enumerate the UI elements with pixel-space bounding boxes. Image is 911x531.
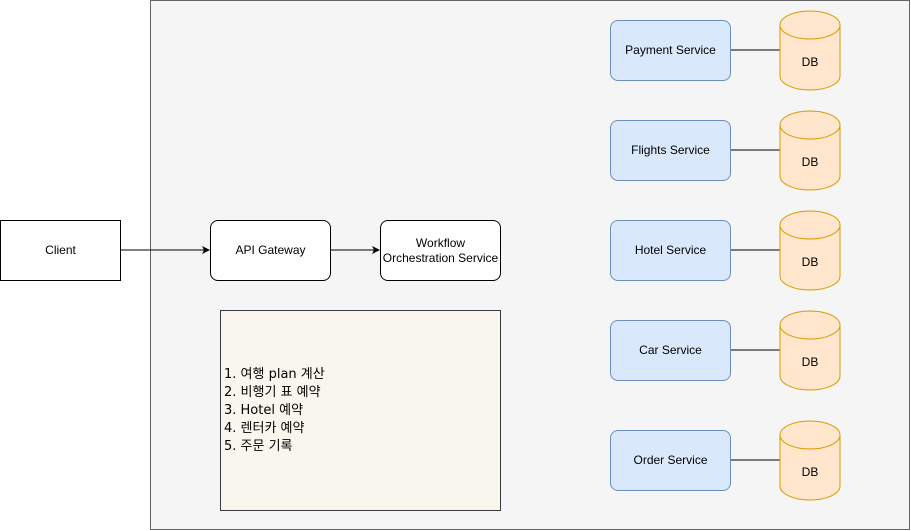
flights-db-cylinder[interactable]: DB xyxy=(779,110,841,191)
db-label: DB xyxy=(801,155,819,169)
step-item: 3. Hotel 예약 xyxy=(224,402,304,418)
client-label: Client xyxy=(45,243,76,257)
step-item: 5. 주문 기록 xyxy=(224,438,293,454)
step-item: 1. 여행 plan 계산 xyxy=(224,366,325,382)
step-item: 4. 렌터카 예약 xyxy=(224,420,305,436)
order-service-label: Order Service xyxy=(633,453,708,467)
workflow-orchestration-label: Workflow Orchestration Service xyxy=(382,235,499,265)
payment-db-cylinder[interactable]: DB xyxy=(779,10,841,91)
order-db-cylinder[interactable]: DB xyxy=(779,420,841,501)
car-service-node[interactable]: Car Service xyxy=(610,320,731,381)
step-item: 2. 비행기 표 예약 xyxy=(224,384,321,400)
flights-service-label: Flights Service xyxy=(631,143,710,157)
payment-service-label: Payment Service xyxy=(625,43,716,57)
db-label: DB xyxy=(801,55,819,69)
order-service-node[interactable]: Order Service xyxy=(610,430,731,491)
db-label: DB xyxy=(801,465,819,479)
car-service-label: Car Service xyxy=(639,343,702,357)
steps-note: 1. 여행 plan 계산 2. 비행기 표 예약 3. Hotel 예약 4.… xyxy=(220,310,501,511)
hotel-service-node[interactable]: Hotel Service xyxy=(610,220,731,281)
flights-service-node[interactable]: Flights Service xyxy=(610,120,731,181)
payment-service-node[interactable]: Payment Service xyxy=(610,20,731,81)
client-node[interactable]: Client xyxy=(0,220,121,281)
workflow-orchestration-node[interactable]: Workflow Orchestration Service xyxy=(380,220,501,281)
db-label: DB xyxy=(801,255,819,269)
car-db-cylinder[interactable]: DB xyxy=(779,310,841,391)
hotel-db-cylinder[interactable]: DB xyxy=(779,210,841,291)
hotel-service-label: Hotel Service xyxy=(634,243,707,257)
db-label: DB xyxy=(801,355,819,369)
api-gateway-label: API Gateway xyxy=(235,243,306,257)
api-gateway-node[interactable]: API Gateway xyxy=(210,220,331,281)
